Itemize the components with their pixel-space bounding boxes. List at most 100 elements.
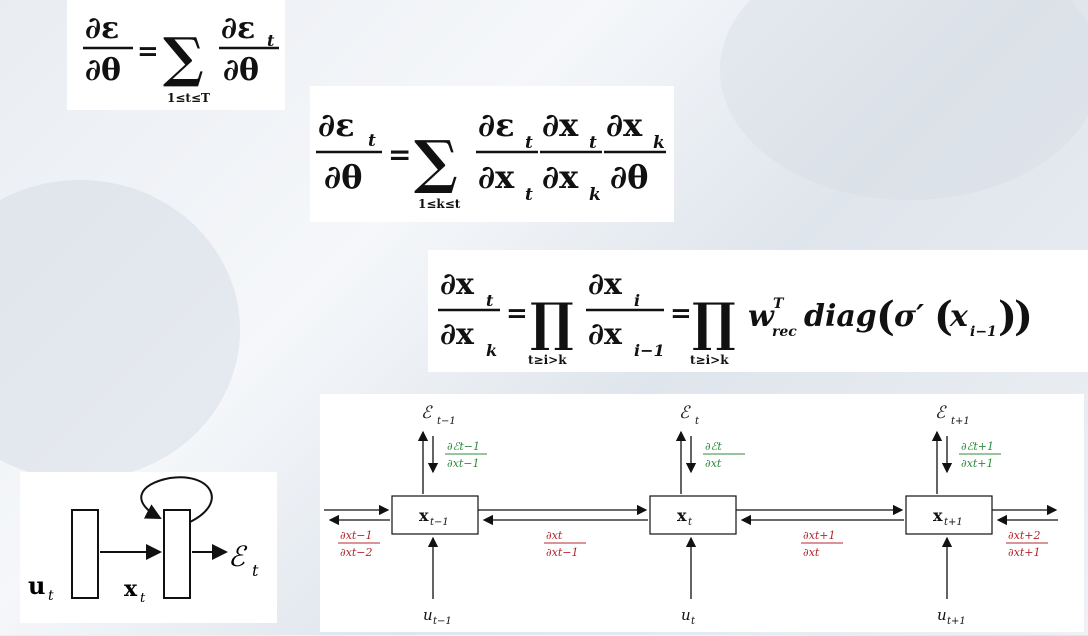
eq2-f3-numerator-sub: k <box>653 133 665 153</box>
eq3-w-subscript: rec <box>772 324 797 340</box>
state-label-2: x <box>933 506 943 525</box>
red-gradient-0-numerator: ∂xt−1 <box>340 529 373 542</box>
eq2-f1-numerator: ∂ε <box>478 106 515 144</box>
red-gradient-3-denominator: ∂xt+1 <box>1008 546 1041 559</box>
eq3-factor-numerator: ∂x <box>588 267 623 302</box>
eq1-lhs-denominator: ∂θ <box>85 53 121 88</box>
input-unit-box <box>71 509 99 599</box>
state-box-0 <box>391 495 479 535</box>
eq2-f3-denominator: ∂θ <box>610 158 648 196</box>
error-label-1: ℰ <box>679 403 691 423</box>
state-sub-0: t−1 <box>430 517 449 528</box>
eq3-sigma-prime: σ′ <box>894 299 924 334</box>
eq3-equals-1: = <box>506 299 528 329</box>
eq2-f3-numerator: ∂x <box>606 106 643 144</box>
green-gradient-1-denominator: ∂xt <box>705 457 722 470</box>
red-gradient-2-denominator: ∂xt <box>803 546 820 559</box>
eq1-lhs-numerator: ∂ε <box>85 11 119 46</box>
state-label-1: x <box>677 506 687 525</box>
red-gradient-2-numerator: ∂xt+1 <box>803 529 836 542</box>
eq3-equals-2: = <box>670 299 692 329</box>
eq2-f1-denominator-sub: t <box>525 185 533 205</box>
eq3-w: w <box>748 299 775 334</box>
error-label-0: ℰ <box>421 403 433 423</box>
eq1-rhs-numerator-sub: t <box>267 31 275 50</box>
eq3-product-range-2: t≥i>k <box>690 353 729 367</box>
state-label: x <box>124 576 138 602</box>
equation-timestep-gradient: ∂ε t ∂θ = ∑ 1≤k≤t ∂ε t ∂x t ∂x t ∂x k ∂x… <box>310 86 674 222</box>
eq1-rhs-denominator: ∂θ <box>223 53 259 88</box>
state-box-2 <box>905 495 993 535</box>
recurrent-network-diagram: u t x t ℰ t <box>20 472 277 623</box>
eq3-lhs-numerator-sub: t <box>486 291 494 310</box>
red-gradient-3-numerator: ∂xt+2 <box>1008 529 1041 542</box>
eq3-factor-denominator: ∂x <box>588 317 623 352</box>
eq2-lhs-numerator: ∂ε <box>318 106 355 144</box>
green-gradient-1-numerator: ∂ℰt <box>705 440 722 453</box>
input-label: u <box>28 571 45 600</box>
eq3-left-paren-inner: ( <box>934 293 953 340</box>
eq2-equals: = <box>388 138 411 171</box>
state-label-0: x <box>419 506 429 525</box>
state-box-1 <box>649 495 737 535</box>
state-sub-1: t <box>688 517 693 528</box>
eq3-lhs-numerator: ∂x <box>440 267 475 302</box>
eq3-right-paren: ) <box>1014 293 1033 340</box>
eq2-lhs-denominator: ∂θ <box>324 158 362 196</box>
equation-jacobian-product: ∂x t ∂x k = ∏ t≥i>k ∂x i ∂x i−1 = ∏ t≥i>… <box>428 250 1088 372</box>
eq2-f2-numerator: ∂x <box>542 106 579 144</box>
green-gradient-2-denominator: ∂xt+1 <box>961 457 994 470</box>
eq1-sum-range: 1≤t≤T <box>167 91 210 105</box>
eq3-product-range-1: t≥i>k <box>528 353 567 367</box>
eq2-f1-denominator: ∂x <box>478 158 515 196</box>
green-gradient-0-denominator: ∂xt−1 <box>447 457 480 470</box>
eq2-f1-numerator-sub: t <box>525 133 533 153</box>
eq2-f2-numerator-sub: t <box>589 133 597 153</box>
equation-total-gradient: ∂ε ∂θ = ∑ 1≤t≤T ∂ε t ∂θ <box>67 0 285 110</box>
background-blob <box>0 180 240 480</box>
eq3-product-symbol-2: ∏ <box>692 292 736 353</box>
state-sub-2: t+1 <box>944 517 963 528</box>
eq3-factor-numerator-sub: i <box>634 291 640 310</box>
eq1-rhs-numerator: ∂ε <box>221 11 255 46</box>
eq2-lhs-numerator-sub: t <box>368 131 376 151</box>
eq3-lhs-denominator-sub: k <box>486 341 497 360</box>
state-unit-box <box>163 509 191 599</box>
input-sub-0: t−1 <box>433 616 452 627</box>
eq3-lhs-denominator: ∂x <box>440 317 475 352</box>
eq1-sum-symbol: ∑ <box>163 25 204 89</box>
output-label-sub: t <box>252 561 259 580</box>
eq2-sum-range: 1≤k≤t <box>418 197 461 211</box>
recurrent-loop-arrow <box>140 476 213 523</box>
eq2-f2-denominator-sub: k <box>589 185 601 205</box>
output-label: ℰ <box>228 540 248 573</box>
red-gradient-1-numerator: ∂xt <box>546 529 563 542</box>
state-label-sub: t <box>140 591 146 606</box>
input-sub-1: t <box>691 616 696 627</box>
green-gradient-2-numerator: ∂ℰt+1 <box>961 440 994 453</box>
eq3-x: x <box>949 299 969 334</box>
input-label-2: u <box>937 606 947 624</box>
green-gradient-0-numerator: ∂ℰt−1 <box>447 440 480 453</box>
eq2-sum-symbol: ∑ <box>414 128 458 196</box>
error-sub-1: t <box>695 416 700 427</box>
error-sub-2: t+1 <box>951 416 970 427</box>
red-gradient-0-denominator: ∂xt−2 <box>340 546 373 559</box>
error-sub-0: t−1 <box>437 416 456 427</box>
input-sub-2: t+1 <box>947 616 966 627</box>
eq3-factor-denominator-sub: i−1 <box>634 341 665 360</box>
input-label-0: u <box>423 606 433 624</box>
eq3-left-paren: ( <box>876 293 895 340</box>
eq3-w-superscript: T <box>773 296 785 312</box>
eq3-x-subscript: i−1 <box>970 324 997 340</box>
eq3-diag: diag <box>804 299 877 334</box>
red-gradient-1-denominator: ∂xt−1 <box>546 546 579 559</box>
eq3-product-symbol-1: ∏ <box>530 292 574 353</box>
error-label-2: ℰ <box>935 403 947 423</box>
background-blob <box>720 0 1088 200</box>
eq2-f2-denominator: ∂x <box>542 158 579 196</box>
input-label-sub: t <box>48 588 54 604</box>
input-label-1: u <box>681 606 691 624</box>
eq1-equals: = <box>137 37 159 67</box>
